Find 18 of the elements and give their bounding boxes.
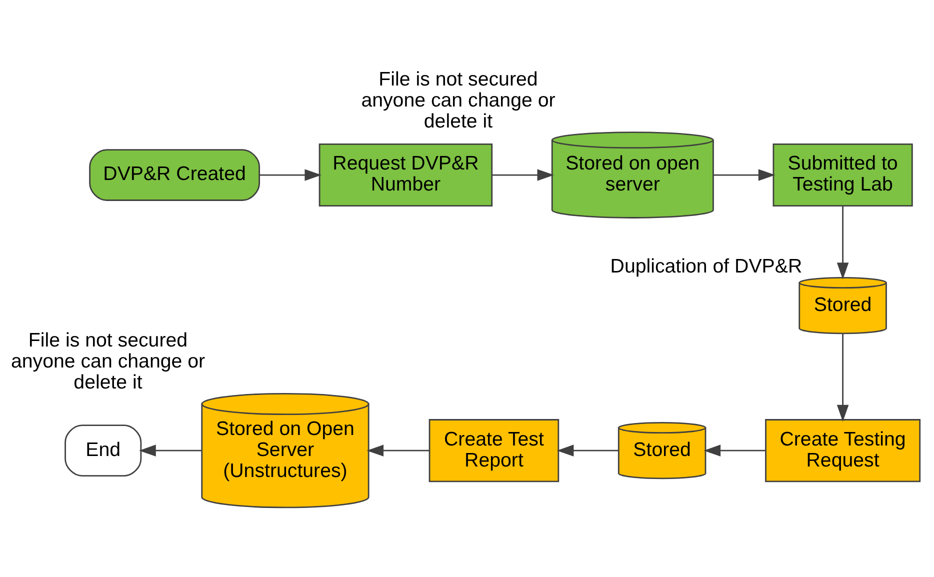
node-label: Duplication of DVP&R [610,255,802,278]
node-box: Request DVP&R Number [318,144,493,207]
arrow [714,169,776,181]
arrow [556,444,619,456]
node-box: End [64,424,142,476]
node-label: File is not secured anyone can change or delete it [361,68,556,132]
arrow [836,206,849,280]
node-box: Create Test Report [428,419,560,482]
arrow [259,169,322,181]
arrow [139,444,202,456]
arrow [366,444,430,456]
node-label: File is not secured anyone can change or delete it [10,329,206,394]
node-box: Submitted to Testing Lab [772,144,913,207]
arrow [492,169,554,181]
node-box: DVP&R Created [89,149,260,201]
node-box: Create Testing Request [765,419,921,482]
arrow [704,444,766,456]
arrow [836,334,849,422]
